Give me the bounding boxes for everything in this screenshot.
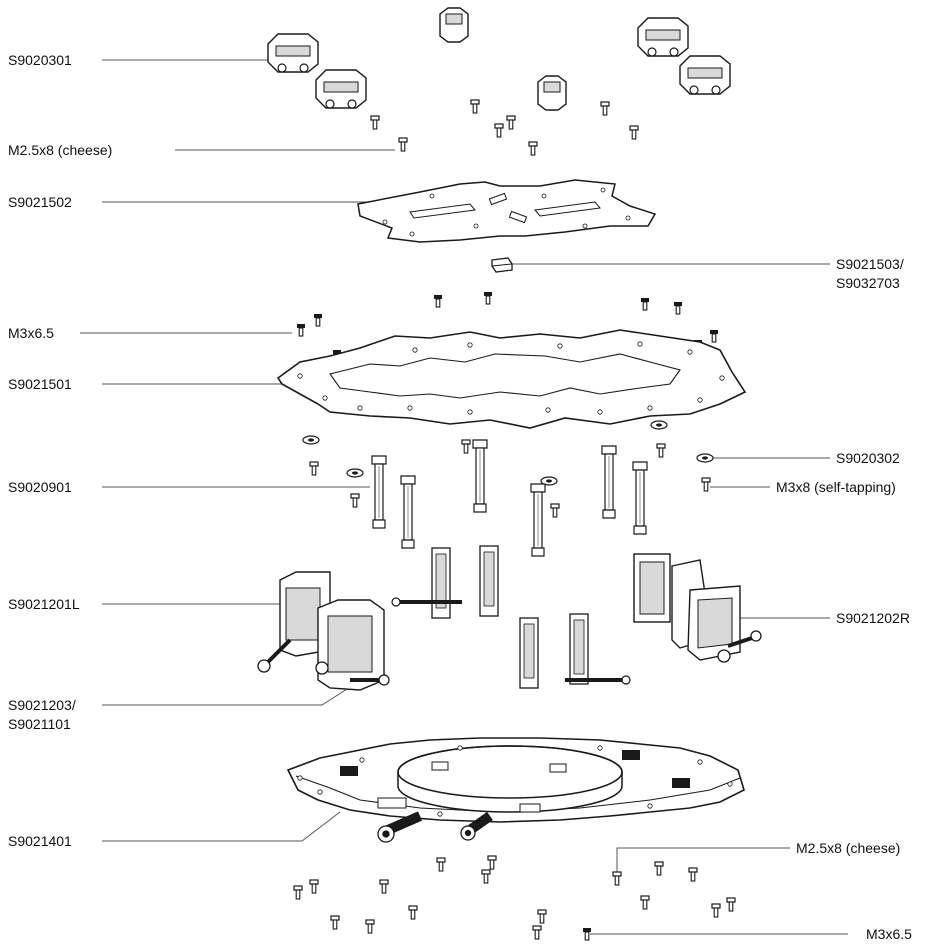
left-lock-assembly (257, 571, 390, 691)
screw (640, 297, 650, 311)
screw-group-top (370, 99, 639, 156)
screw (408, 905, 418, 920)
screw (612, 871, 622, 886)
washer (696, 453, 714, 463)
standoff (400, 475, 416, 549)
standoff (530, 483, 546, 557)
latch-part (439, 7, 469, 43)
screw (673, 301, 683, 315)
screw (350, 493, 360, 508)
screw (688, 867, 698, 882)
screw (640, 895, 650, 910)
top-plate (357, 179, 657, 243)
clip-part (267, 33, 319, 73)
screw (582, 927, 592, 941)
label-m25-cheese-top: M2.5x8 (cheese) (8, 142, 113, 158)
screw (433, 294, 443, 308)
screw (494, 123, 504, 138)
screw (330, 915, 340, 930)
washer (302, 435, 320, 445)
standoff-group (371, 439, 648, 557)
screw (550, 503, 560, 518)
washer-group (302, 420, 714, 486)
label-s9021203-line1: S9021203/ (8, 697, 76, 713)
screw (379, 879, 389, 894)
screw (711, 903, 721, 918)
screw (709, 329, 719, 343)
standoff (632, 461, 648, 535)
screw (296, 323, 306, 337)
middle-plate (276, 329, 747, 429)
standoff (601, 445, 617, 519)
screw (313, 313, 323, 327)
screw (726, 897, 736, 912)
latch-part (537, 75, 567, 111)
center-lock-group (391, 545, 631, 689)
screw (528, 141, 538, 156)
screw (654, 861, 664, 876)
label-s9021501: S9021501 (8, 376, 72, 392)
label-s9021503-line1: S9021503/ (836, 256, 904, 272)
lock-part (519, 617, 539, 689)
screw (481, 869, 491, 884)
screw-group-bottom (293, 855, 736, 941)
clip-part (637, 17, 689, 57)
standoff (472, 439, 488, 513)
standoff (371, 455, 387, 529)
label-m3x65-top: M3x6.5 (8, 325, 54, 341)
label-s9021201l: S9021201L (8, 596, 80, 612)
clip-group (267, 7, 731, 111)
screw (370, 115, 380, 130)
label-s9021203-line2: S9021101 (8, 716, 71, 732)
lock-part (479, 545, 499, 617)
leader-s9021203 (102, 681, 359, 706)
screw (701, 477, 711, 492)
screw (600, 101, 610, 116)
screw (398, 137, 408, 152)
label-s9021202r: S9021202R (836, 610, 910, 626)
screw (293, 885, 303, 900)
screw (436, 857, 446, 872)
right-lock-assembly (633, 553, 762, 663)
clip-part (315, 69, 367, 109)
label-s9020901: S9020901 (8, 479, 72, 495)
label-s9021502: S9021502 (8, 194, 72, 210)
screw (656, 443, 666, 458)
screw (537, 909, 547, 924)
label-m25-cheese-bottom: M2.5x8 (cheese) (796, 840, 901, 856)
screw (309, 879, 319, 894)
screw (487, 855, 497, 870)
screw (629, 125, 639, 140)
screw (532, 925, 542, 940)
lock-part (569, 613, 589, 685)
screw (470, 99, 480, 114)
leader-s9021401 (102, 811, 341, 842)
screw-group-selftap (309, 439, 711, 518)
screw (506, 115, 516, 130)
lock-part (431, 547, 451, 619)
label-s9021401: S9021401 (8, 833, 72, 849)
label-s9020302: S9020302 (836, 450, 900, 466)
label-m3x65-bottom: M3x6.5 (866, 926, 912, 942)
screw (461, 439, 471, 454)
bottom-plate (286, 737, 745, 843)
label-m3x8-self-tapping: M3x8 (self-tapping) (776, 479, 896, 495)
clip-part (679, 55, 731, 95)
leader-m25-bottom (616, 847, 790, 872)
washer (650, 420, 668, 430)
label-s9020301: S9020301 (8, 52, 72, 68)
screw (483, 291, 493, 305)
washer (346, 468, 364, 478)
screw (365, 919, 375, 934)
small-block (491, 257, 513, 273)
label-s9021503-line2: S9032703 (836, 275, 900, 291)
screw (309, 461, 319, 476)
